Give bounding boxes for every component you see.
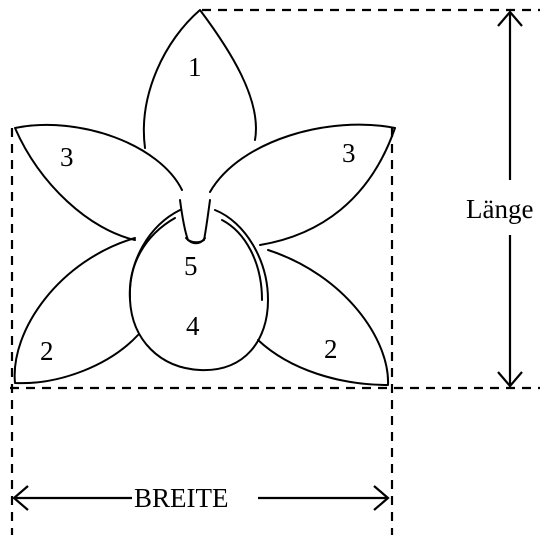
label-petal-lower-left: 2 — [40, 336, 54, 366]
height-label: Länge — [466, 194, 533, 224]
petal-top — [142, 9, 257, 149]
petal-lower-right — [257, 249, 390, 386]
height-arrowhead-top — [497, 10, 523, 27]
lip-inner-left — [128, 217, 176, 299]
label-petal-lower-right: 2 — [324, 334, 338, 364]
height-arrowhead-bottom — [497, 371, 523, 388]
label-petal-upper-right: 3 — [342, 138, 356, 168]
petal-upper-right — [209, 123, 396, 246]
label-petal-top: 1 — [188, 52, 202, 82]
label-petal-upper-left: 3 — [60, 142, 74, 172]
reference-lines — [10, 8, 540, 535]
label-column: 5 — [184, 251, 198, 281]
width-label: BREITE — [134, 483, 229, 513]
orchid-flower — [13, 9, 396, 386]
width-arrowhead-left — [12, 485, 29, 511]
column — [179, 199, 211, 244]
width-dimension: BREITE — [12, 483, 390, 513]
petal-lower-left — [13, 237, 139, 385]
height-dimension: Länge — [466, 10, 533, 388]
width-arrowhead-right — [373, 485, 390, 511]
column-tip — [185, 237, 206, 245]
lip — [128, 209, 269, 372]
lip-inner-right — [221, 219, 263, 301]
label-lip: 4 — [186, 311, 200, 341]
petal-upper-left — [14, 124, 183, 241]
part-labels: 1 3 3 2 2 4 5 — [40, 52, 356, 366]
